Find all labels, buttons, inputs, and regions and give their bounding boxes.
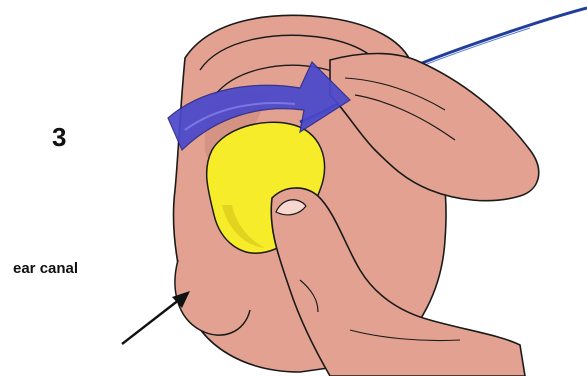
pointer-arrow-icon bbox=[122, 296, 184, 344]
step-number: 3 bbox=[52, 124, 66, 150]
ear-canal-label: ear canal bbox=[13, 261, 78, 276]
